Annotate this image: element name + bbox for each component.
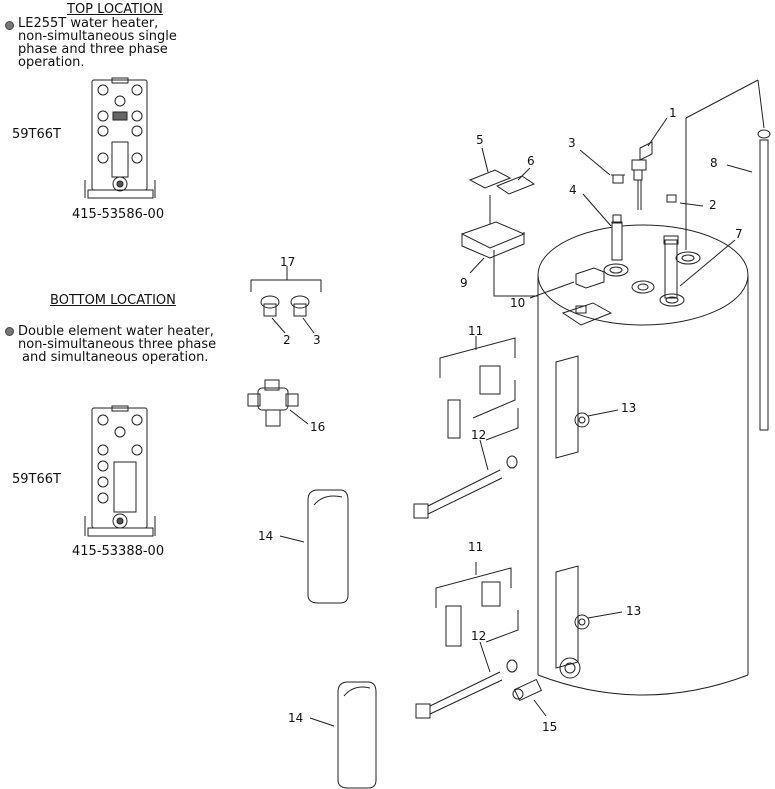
part-10-terminal-block <box>529 267 605 299</box>
callout-15: 15 <box>542 720 558 734</box>
part-1-relief-valve <box>631 117 668 210</box>
callout-3: 3 <box>568 136 576 150</box>
part-13-upper-leader <box>587 409 619 417</box>
part-14-cover-lower <box>309 681 377 789</box>
bottom-location-description: Double element water heater, non-simulta… <box>18 325 216 364</box>
top-desc-line: operation. <box>18 55 85 70</box>
part-15-drain-valve <box>512 678 547 717</box>
callout-11-lower: 11 <box>468 540 484 554</box>
top-desc-line: phase and three phase <box>18 42 168 57</box>
callout-10: 10 <box>510 296 526 310</box>
callout-5: 5 <box>476 133 484 147</box>
part-8-leader <box>685 79 759 119</box>
callout-17: 17 <box>280 255 296 269</box>
top-desc-line: LE255T water heater, <box>18 16 159 31</box>
callout-3-kit: 3 <box>313 333 321 347</box>
part-3-plug <box>579 149 625 184</box>
callout-12-upper: 12 <box>471 428 487 442</box>
top-location-description: LE255T water heater, non-simultaneous si… <box>18 17 177 69</box>
bottom-bullet-icon <box>5 327 14 336</box>
part-8-leader <box>757 79 765 129</box>
top-thermostat-icon <box>84 77 156 199</box>
top-thermostat-model: 59T66T <box>12 127 61 142</box>
part-2-plug <box>666 194 704 207</box>
callout-7: 7 <box>735 227 743 241</box>
callout-13-upper: 13 <box>621 401 637 415</box>
top-desc-line: non-simultaneous single <box>18 29 177 44</box>
part-13-lower-leader <box>587 611 623 619</box>
callout-14-lower: 14 <box>288 711 304 725</box>
part-9-box <box>460 195 538 297</box>
part-5-plate <box>468 147 512 189</box>
top-location-heading: TOP LOCATION <box>67 2 163 17</box>
part-4-anode <box>582 193 623 261</box>
callout-11-upper: 11 <box>468 324 484 338</box>
part-12-lower-element <box>415 610 519 719</box>
bottom-location-heading: BOTTOM LOCATION <box>50 293 176 308</box>
bottom-thermostat-model: 59T66T <box>12 472 61 487</box>
part-12-upper-element <box>413 408 519 519</box>
callout-2: 2 <box>709 198 717 212</box>
callout-14-upper: 14 <box>258 529 274 543</box>
part-17-plug-set <box>250 266 322 334</box>
callout-2-kit: 2 <box>283 333 291 347</box>
callout-4: 4 <box>569 183 577 197</box>
top-thermostat-part-number: 415-53586-00 <box>72 207 165 222</box>
top-bullet-icon <box>5 21 14 30</box>
bottom-desc-line: non-simultaneous three phase <box>18 337 217 352</box>
bottom-thermostat-icon <box>84 405 156 537</box>
part-14-cover-upper <box>279 489 349 604</box>
callout-12-lower: 12 <box>471 629 487 643</box>
part-11-lower-thermostat <box>435 562 512 647</box>
part-16-valve <box>247 379 309 427</box>
part-11-upper-thermostat <box>439 336 516 439</box>
callout-13-lower: 13 <box>626 604 642 618</box>
callout-1: 1 <box>669 106 677 120</box>
bottom-desc-line: and simultaneous operation. <box>22 350 209 365</box>
part-7-nipple <box>663 235 736 299</box>
bottom-desc-line: Double element water heater, <box>18 324 214 339</box>
callout-8: 8 <box>710 156 718 170</box>
callout-6: 6 <box>527 154 535 168</box>
callout-16: 16 <box>310 420 326 434</box>
water-heater-tank <box>537 224 749 696</box>
part-6-plate <box>495 167 536 195</box>
part-8-dip-tube <box>726 129 771 431</box>
bottom-thermostat-part-number: 415-53388-00 <box>72 544 165 559</box>
callout-9: 9 <box>460 276 468 290</box>
